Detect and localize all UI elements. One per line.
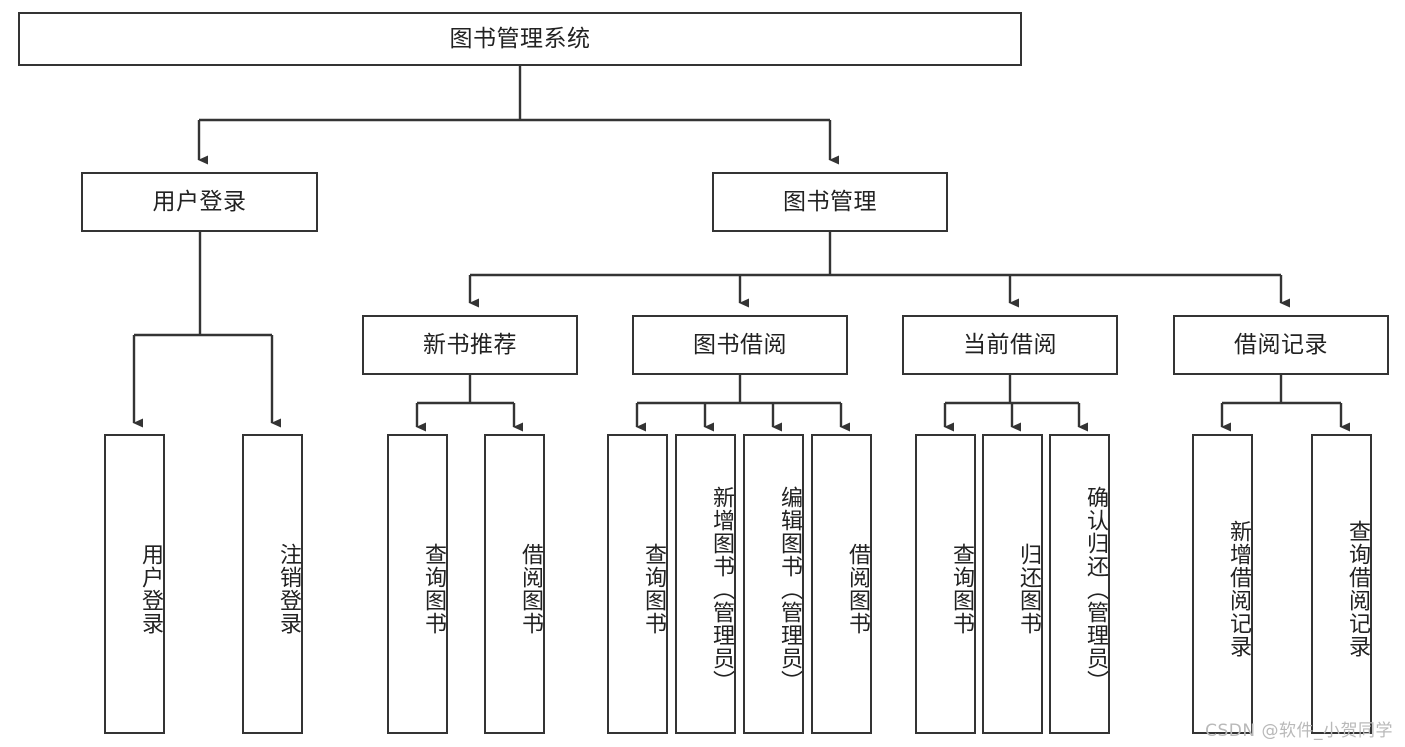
node-current-borrow[interactable]: 当前借阅 <box>902 315 1118 375</box>
node-new-book-recommend[interactable]: 新书推荐 <box>362 315 578 375</box>
leaf-borrow-record-query-record[interactable]: 查询借阅记录 <box>1311 434 1372 734</box>
node-label: 新增借阅记录 <box>1226 520 1251 658</box>
node-label: 图书借阅 <box>693 331 787 358</box>
node-label: 借阅图书 <box>518 543 543 635</box>
node-label: 图书管理系统 <box>449 25 591 52</box>
leaf-new-book-query-book[interactable]: 查询图书 <box>387 434 448 734</box>
node-book-borrow[interactable]: 图书借阅 <box>632 315 848 375</box>
node-label: 新书推荐 <box>423 331 517 358</box>
node-label: 查询借阅记录 <box>1345 520 1370 658</box>
node-label: 当前借阅 <box>963 331 1057 358</box>
node-label: 查询图书 <box>949 543 974 635</box>
node-borrow-record[interactable]: 借阅记录 <box>1173 315 1389 375</box>
node-book-management[interactable]: 图书管理 <box>712 172 948 232</box>
leaf-user-login-logout[interactable]: 注销登录 <box>242 434 303 734</box>
node-label: 归还图书 <box>1016 543 1041 635</box>
node-label: 用户登录 <box>152 188 247 215</box>
leaf-current-borrow-query-book[interactable]: 查询图书 <box>915 434 976 734</box>
node-label: 用户登录 <box>138 543 163 635</box>
node-label: 编辑图书（管理员） <box>777 485 802 693</box>
node-label: 借阅图书 <box>845 543 870 635</box>
node-label: 图书管理 <box>783 188 877 215</box>
node-label: 新增图书（管理员） <box>709 485 734 693</box>
node-label: 注销登录 <box>276 543 301 635</box>
leaf-book-borrow-query-book[interactable]: 查询图书 <box>607 434 668 734</box>
leaf-book-borrow-add-book-admin[interactable]: 新增图书（管理员） <box>675 434 736 734</box>
leaf-new-book-borrow-book[interactable]: 借阅图书 <box>484 434 545 734</box>
node-root-book-management-system[interactable]: 图书管理系统 <box>18 12 1022 66</box>
leaf-user-login-login[interactable]: 用户登录 <box>104 434 165 734</box>
node-label: 查询图书 <box>421 543 446 635</box>
node-label: 确认归还（管理员） <box>1083 485 1108 693</box>
leaf-book-borrow-borrow-book[interactable]: 借阅图书 <box>811 434 872 734</box>
leaf-current-borrow-return-book[interactable]: 归还图书 <box>982 434 1043 734</box>
node-label: 借阅记录 <box>1234 331 1328 358</box>
node-user-login[interactable]: 用户登录 <box>81 172 318 232</box>
leaf-borrow-record-add-record[interactable]: 新增借阅记录 <box>1192 434 1253 734</box>
leaf-current-borrow-confirm-return-admin[interactable]: 确认归还（管理员） <box>1049 434 1110 734</box>
leaf-book-borrow-edit-book-admin[interactable]: 编辑图书（管理员） <box>743 434 804 734</box>
watermark: CSDN @软件_小贺同学 <box>1205 721 1393 741</box>
node-label: 查询图书 <box>641 543 666 635</box>
